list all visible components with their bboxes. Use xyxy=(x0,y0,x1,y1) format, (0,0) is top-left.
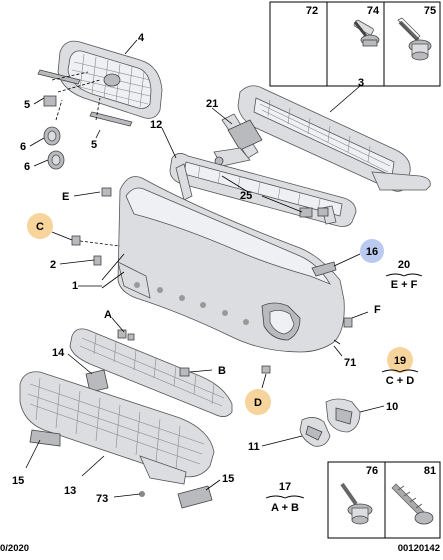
callout-25: 25 xyxy=(240,190,252,202)
badge-6-lower-icon xyxy=(47,150,65,170)
highlight-16 xyxy=(360,239,384,263)
highlight-D xyxy=(245,389,271,415)
diagram-reference: 00120142 xyxy=(398,543,440,554)
clip-E-icon xyxy=(101,187,112,197)
callout-13: 13 xyxy=(64,485,76,497)
callout-D: D xyxy=(254,397,262,409)
clip-C-icon xyxy=(71,235,81,246)
undertray-13 xyxy=(19,371,215,485)
screw-76-icon xyxy=(340,482,373,525)
callout-3: 3 xyxy=(358,77,364,89)
callout-76: 76 xyxy=(366,465,378,477)
callout-4: 4 xyxy=(138,32,145,44)
fog-cover-10 xyxy=(325,398,361,433)
clip-B-icon xyxy=(179,367,190,377)
clip-5a-icon xyxy=(43,95,57,107)
bracket-16-icon xyxy=(311,261,337,277)
callout-B: B xyxy=(218,365,226,377)
callout-14: 14 xyxy=(52,347,65,359)
screw-81-icon xyxy=(391,483,434,525)
badge-6-upper-icon xyxy=(43,126,61,146)
callout-11: 11 xyxy=(248,441,260,453)
callout-17: 17 xyxy=(279,481,291,493)
diagram-date: 0/2020 xyxy=(0,543,29,554)
emblem-strip-lower xyxy=(89,111,133,127)
deflector-15-left-icon xyxy=(29,429,61,447)
upper-support-3 xyxy=(237,85,431,192)
callout-6a: 6 xyxy=(20,141,26,153)
lower-grille-8 xyxy=(69,328,233,417)
callout-71: 71 xyxy=(344,357,356,369)
callout-16: 16 xyxy=(366,246,378,258)
callout-10: 10 xyxy=(386,401,398,413)
highlight-C xyxy=(27,213,53,239)
screw-74-icon xyxy=(353,19,380,47)
clip-2-icon xyxy=(93,255,102,266)
callout-12: 12 xyxy=(150,119,162,131)
callout-20-sub: E + F xyxy=(391,279,418,291)
callout-5b: 5 xyxy=(91,139,97,151)
callout-15b: 15 xyxy=(222,473,234,485)
impact-beam-21 xyxy=(213,113,263,167)
highlight-19 xyxy=(387,347,413,373)
callout-20: 20 xyxy=(398,259,410,271)
fog-cover-11 xyxy=(299,417,331,447)
callout-F: F xyxy=(374,304,381,316)
callout-17-sub: A + B xyxy=(271,502,299,514)
callout-6b: 6 xyxy=(24,161,30,173)
fastener-box-top: 72 74 75 xyxy=(269,1,441,87)
bumper-cover-1 xyxy=(117,176,345,353)
callout-E: E xyxy=(62,191,69,203)
callout-81: 81 xyxy=(424,465,436,477)
callout-19-sub: C + D xyxy=(386,375,414,387)
callout-74: 74 xyxy=(367,5,380,17)
grille-4 xyxy=(57,40,163,119)
deflector-15-right-icon xyxy=(177,485,213,509)
callout-21: 21 xyxy=(206,98,218,110)
callout-2: 2 xyxy=(50,259,56,271)
fastener-box-bottom: 76 81 xyxy=(327,461,441,539)
callout-73: 73 xyxy=(96,493,108,505)
callout-15a: 15 xyxy=(12,475,24,487)
callout-19: 19 xyxy=(394,355,406,367)
callout-1: 1 xyxy=(72,280,78,292)
callout-C: C xyxy=(36,221,44,233)
screw-75-icon xyxy=(397,17,432,61)
clip-A-icon xyxy=(117,329,135,341)
cover-14-icon xyxy=(85,369,109,393)
clip-D-icon xyxy=(261,365,271,374)
bracket-25-icon xyxy=(299,207,329,218)
fastener-box-bottom-frame xyxy=(327,461,441,539)
clip-F-icon xyxy=(343,317,353,328)
callout-75: 75 xyxy=(424,5,436,17)
callout-72: 72 xyxy=(306,5,318,17)
callout-5a: 5 xyxy=(24,99,30,111)
callout-A: A xyxy=(104,309,112,321)
